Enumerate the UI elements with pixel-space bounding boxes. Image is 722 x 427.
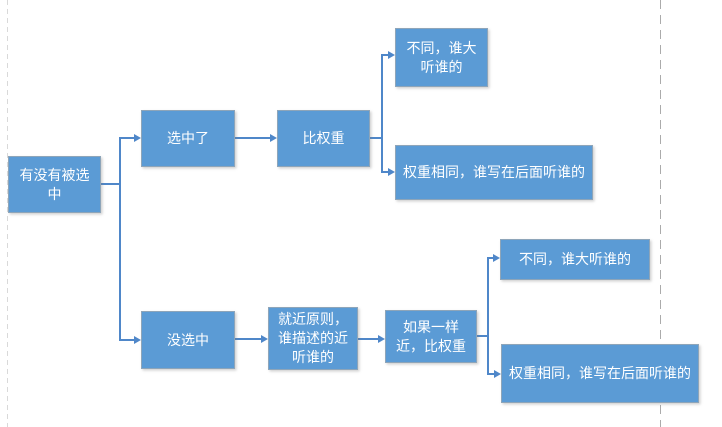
node-top-diff[interactable]: 不同，谁大 听谁的 — [395, 28, 488, 87]
connector-to-bot-diff — [487, 257, 495, 259]
arrowhead-to-if-same — [378, 335, 385, 343]
node-bot-diff[interactable]: 不同，谁大听谁的 — [500, 239, 650, 280]
node-selected[interactable]: 选中了 — [141, 110, 235, 167]
node-proximity-rule[interactable]: 就近原则， 谁描述的近 听谁的 — [268, 307, 358, 370]
connector-proximity-to-if-same — [358, 338, 379, 340]
arrowhead-to-proximity — [261, 335, 268, 343]
connector-to-top-same — [381, 171, 390, 173]
arrowhead-to-top-diff — [388, 51, 395, 59]
arrowhead-to-top-same — [388, 168, 395, 176]
connector-root-to-selected — [119, 137, 135, 139]
arrowhead-to-bot-diff — [493, 254, 500, 262]
node-root[interactable]: 有没有被选 中 — [8, 156, 101, 213]
node-if-same-near[interactable]: 如果一样 近，比权重 — [385, 310, 477, 363]
connector-not-selected-to-proximity — [235, 338, 262, 340]
connector-root-branch — [119, 137, 121, 341]
slide-boundary-right-guide — [660, 0, 661, 427]
node-not-selected[interactable]: 没选中 — [141, 311, 235, 369]
connector-if-same-branch — [487, 257, 489, 375]
connector-root-to-not-selected — [119, 339, 135, 341]
connector-to-bot-same — [487, 373, 496, 375]
node-bot-same-weight[interactable]: 权重相同，谁写在后面听谁的 — [501, 344, 699, 403]
arrowhead-to-bot-same — [494, 370, 501, 378]
connector-compare-stub — [370, 137, 383, 139]
arrowhead-to-selected — [134, 134, 141, 142]
slide-boundary-left-guide — [7, 0, 8, 427]
connector-selected-to-compare — [235, 137, 271, 139]
connector-root-stub — [101, 183, 120, 185]
node-compare-weight[interactable]: 比权重 — [277, 110, 370, 167]
node-top-same-weight[interactable]: 权重相同，谁写在后面听谁的 — [395, 145, 593, 200]
arrowhead-to-compare — [270, 134, 277, 142]
connector-if-same-stub — [477, 335, 489, 337]
connector-compare-branch — [381, 54, 383, 173]
connector-to-top-diff — [381, 54, 390, 56]
arrowhead-to-not-selected — [134, 336, 141, 344]
